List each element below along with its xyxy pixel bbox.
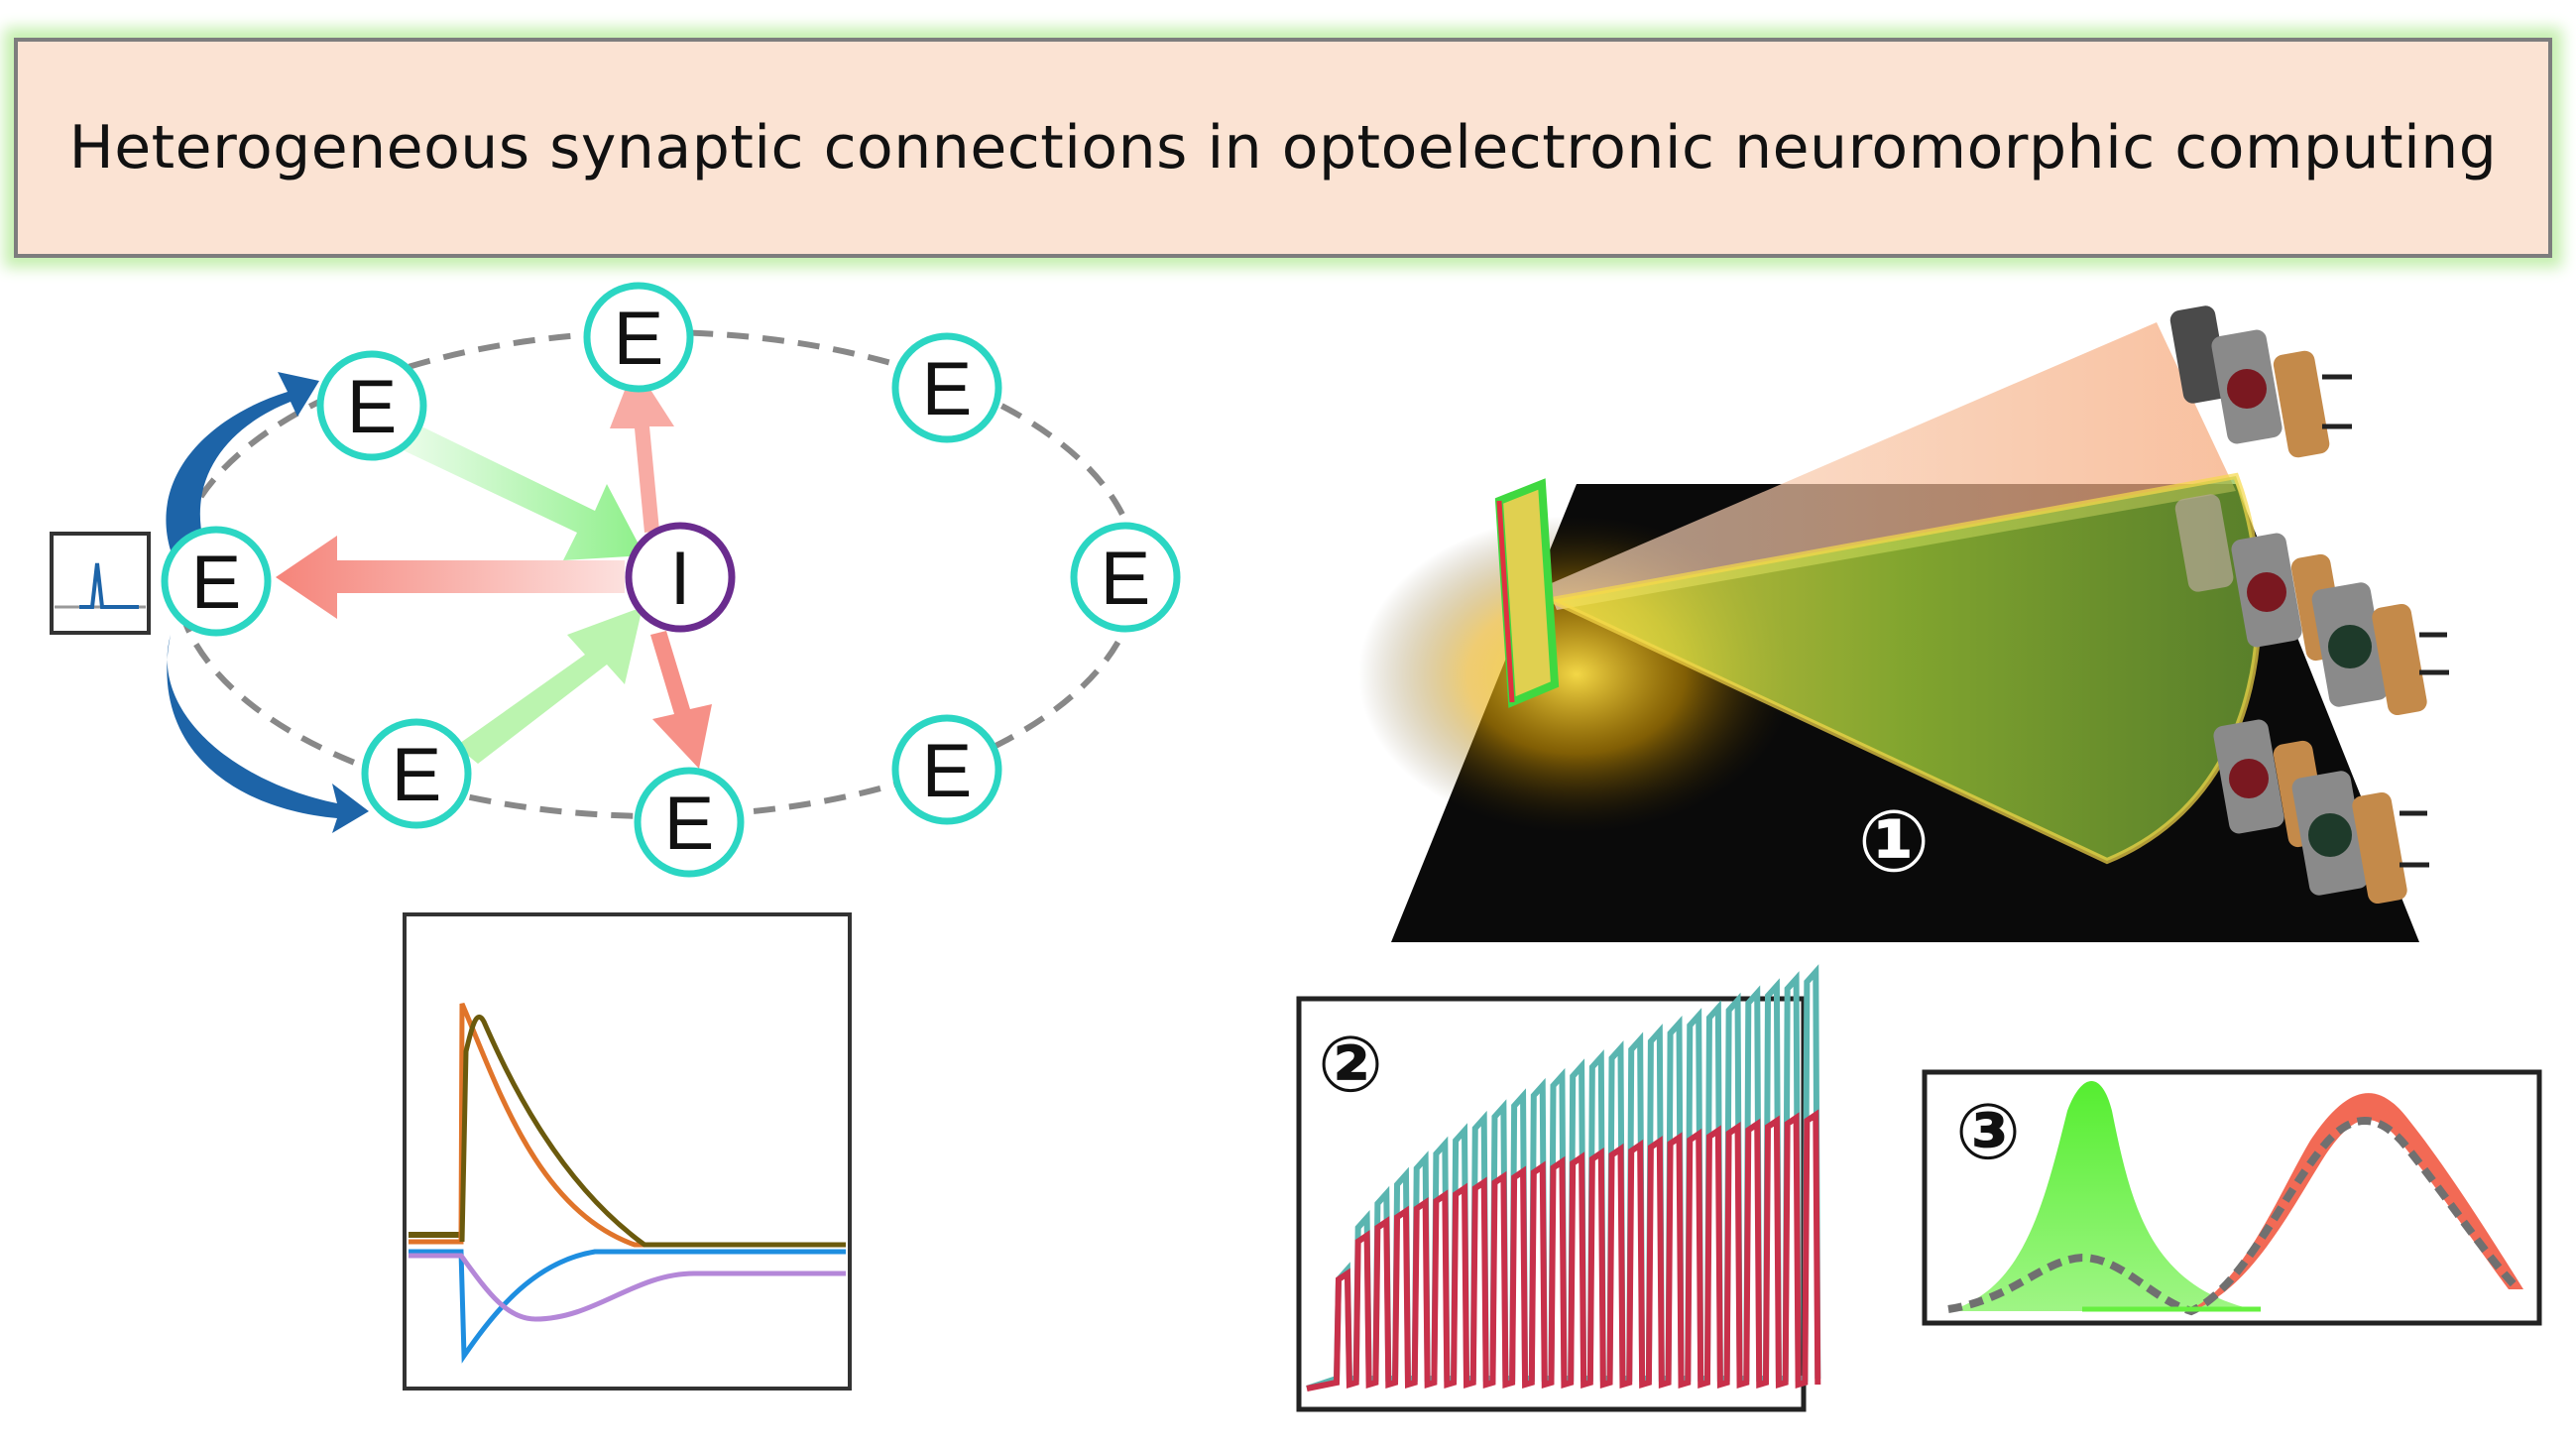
inhibitory-arrow-left bbox=[276, 536, 625, 619]
e-node-2: E bbox=[583, 282, 694, 393]
pulse-label: ② bbox=[1318, 1021, 1383, 1110]
input-spike bbox=[79, 562, 139, 609]
svg-text:E: E bbox=[614, 297, 664, 381]
detector-array bbox=[2169, 305, 2449, 905]
spectrum-red bbox=[2186, 1093, 2523, 1311]
svg-text:E: E bbox=[922, 347, 973, 431]
detector-1 bbox=[2169, 305, 2352, 458]
svg-text:E: E bbox=[664, 782, 715, 866]
input-spike-box bbox=[50, 532, 151, 635]
green-beam bbox=[1552, 476, 2260, 861]
response-panel bbox=[403, 912, 852, 1391]
svg-text:E: E bbox=[392, 733, 442, 817]
excitatory-arrow-bottom bbox=[456, 607, 643, 764]
e-node-4: E bbox=[1070, 522, 1181, 633]
e-node-3: E bbox=[891, 332, 1002, 443]
response-curve-purple bbox=[409, 1253, 846, 1322]
title-text: Heterogeneous synaptic connections in op… bbox=[68, 113, 2498, 182]
svg-text:E: E bbox=[347, 365, 398, 449]
svg-text:E: E bbox=[1101, 537, 1151, 621]
detector-3 bbox=[2213, 719, 2429, 905]
spectrum-green bbox=[1948, 1081, 2261, 1311]
e-node-6: E bbox=[634, 767, 745, 878]
response-curve-olive bbox=[459, 1015, 846, 1248]
svg-text:I: I bbox=[669, 537, 690, 621]
inhibitory-arrow-up bbox=[610, 365, 674, 533]
excitatory-arrow-top bbox=[395, 422, 644, 560]
feedback-arrow-down bbox=[167, 635, 369, 833]
e-node-1: E bbox=[316, 350, 427, 461]
detector-2 bbox=[2174, 494, 2449, 716]
device-illustration: ① bbox=[1358, 305, 2449, 942]
feedback-arrow-up bbox=[166, 372, 319, 550]
spectra-panel: ③ bbox=[1922, 1069, 2542, 1326]
title-banner: Heterogeneous synaptic connections in op… bbox=[14, 38, 2552, 258]
e-node-7: E bbox=[361, 718, 472, 829]
e-node-5: E bbox=[891, 714, 1002, 825]
spectrum-dashed bbox=[1947, 1117, 2521, 1316]
spectra-label: ③ bbox=[1955, 1088, 2021, 1177]
i-node: I bbox=[625, 522, 736, 633]
orange-beam bbox=[1547, 322, 2236, 610]
svg-text:E: E bbox=[191, 541, 242, 625]
response-curve-orange bbox=[409, 1003, 846, 1248]
response-curve-blue bbox=[409, 1249, 846, 1364]
pulse-panel: ② bbox=[1296, 964, 1821, 1412]
e-node-input: E bbox=[161, 526, 272, 637]
network-diagram: E E E E E E E E bbox=[50, 282, 1181, 878]
device-label: ① bbox=[1858, 792, 1931, 892]
svg-text:E: E bbox=[922, 729, 973, 813]
pulse-trace-red bbox=[1306, 1109, 1821, 1392]
inhibitory-arrow-down bbox=[650, 631, 712, 769]
